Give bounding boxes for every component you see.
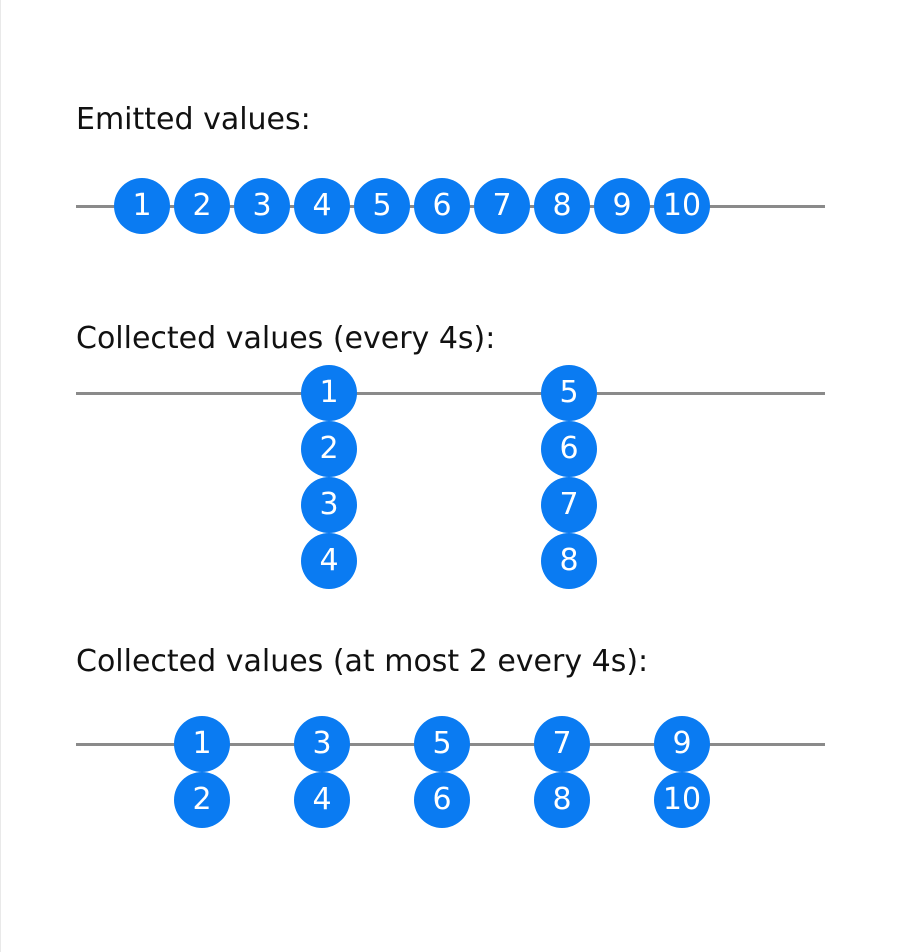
marble: 9 — [654, 716, 710, 772]
collected-every-4s-label: Collected values (every 4s): — [76, 321, 496, 356]
marble: 10 — [654, 178, 710, 234]
marble: 3 — [294, 716, 350, 772]
marble: 3 — [234, 178, 290, 234]
marble: 9 — [594, 178, 650, 234]
marble: 2 — [301, 421, 357, 477]
marble: 6 — [414, 772, 470, 828]
marble: 8 — [534, 178, 590, 234]
marble: 4 — [294, 178, 350, 234]
emitted-values-label: Emitted values: — [76, 102, 311, 137]
page-edge — [0, 0, 1, 952]
marble: 6 — [414, 178, 470, 234]
marble: 5 — [414, 716, 470, 772]
marble: 8 — [541, 533, 597, 589]
marble: 8 — [534, 772, 590, 828]
marble: 7 — [474, 178, 530, 234]
marble: 2 — [174, 178, 230, 234]
marble: 7 — [534, 716, 590, 772]
marble: 2 — [174, 772, 230, 828]
marble: 5 — [354, 178, 410, 234]
marble: 5 — [541, 365, 597, 421]
marble: 7 — [541, 477, 597, 533]
marble: 4 — [294, 772, 350, 828]
collected-at-most-2-label: Collected values (at most 2 every 4s): — [76, 644, 649, 679]
marble: 1 — [301, 365, 357, 421]
marble: 10 — [654, 772, 710, 828]
collected-every-4s-timeline — [76, 392, 825, 395]
marble: 1 — [114, 178, 170, 234]
marble: 6 — [541, 421, 597, 477]
marble: 4 — [301, 533, 357, 589]
marble: 3 — [301, 477, 357, 533]
marble: 1 — [174, 716, 230, 772]
